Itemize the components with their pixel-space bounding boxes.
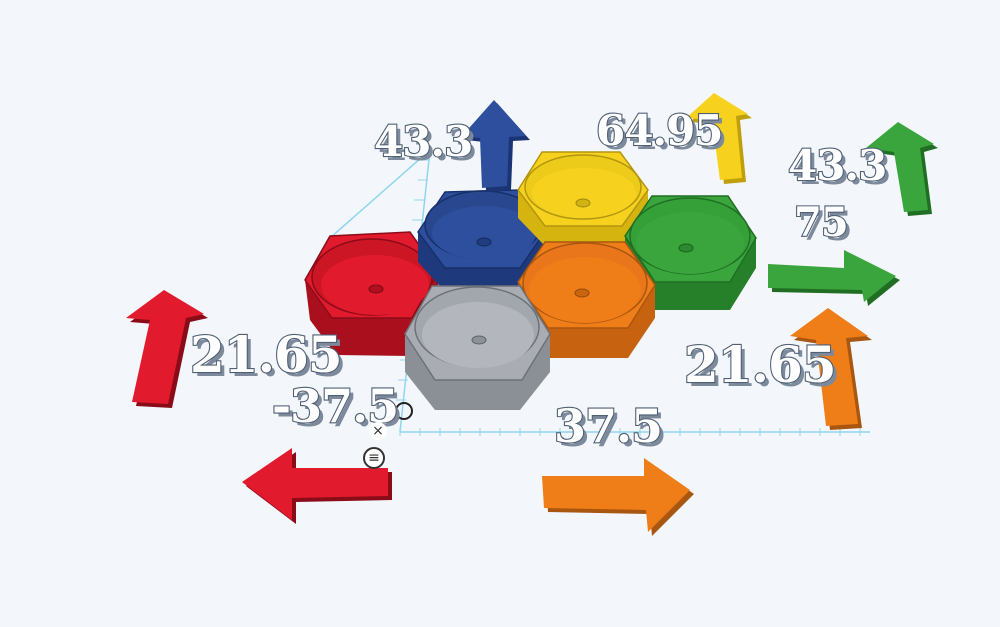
blue-hex-tray[interactable] (417, 189, 547, 292)
svg-text:21.65: 21.65 (684, 335, 836, 394)
svg-text:43.3: 43.3 (374, 117, 472, 166)
close-icon[interactable]: × (369, 422, 387, 440)
svg-text:43.3: 43.3 (378, 121, 476, 170)
svg-text:21.65: 21.65 (194, 329, 346, 388)
svg-text:75: 75 (794, 199, 848, 246)
red-left-arrow[interactable] (242, 448, 392, 524)
green-up-arrow[interactable] (866, 122, 938, 216)
svg-text:21.65: 21.65 (688, 339, 840, 398)
svg-text:43.3: 43.3 (792, 145, 890, 194)
svg-text:64.95: 64.95 (596, 106, 723, 155)
origin-ring-icon[interactable] (395, 402, 413, 420)
svg-text:64.95: 64.95 (600, 110, 727, 159)
svg-text:43.3: 43.3 (788, 141, 886, 190)
orange-hex-tray[interactable] (517, 241, 656, 358)
svg-text:37.5: 37.5 (554, 399, 662, 453)
label-orange-value-right[interactable]: 21.65 21.65 (683, 334, 841, 398)
svg-text:37.5: 37.5 (558, 403, 666, 457)
orange-up-arrow[interactable] (790, 308, 872, 430)
red-hex-tray[interactable] (304, 231, 439, 356)
svg-text:21.65: 21.65 (190, 325, 342, 384)
green-hex-tray[interactable] (624, 195, 757, 310)
gray-hex-tray[interactable] (404, 285, 551, 410)
label-green-value-bottom[interactable]: 75 75 (793, 198, 853, 250)
label-orange-value-bottom[interactable]: 37.5 37.5 (553, 398, 667, 457)
orange-right-arrow[interactable] (542, 458, 694, 536)
yellow-hex-tray[interactable] (517, 151, 649, 246)
label-red-value[interactable]: 21.65 21.65 (189, 324, 347, 388)
svg-text:75: 75 (798, 203, 852, 250)
red-up-arrow[interactable] (126, 290, 208, 408)
menu-icon[interactable]: ≡ (363, 447, 385, 469)
label-red-value-bottom[interactable]: -37.5 -37.5 (271, 378, 403, 437)
yellow-up-arrow[interactable] (686, 93, 752, 184)
label-yellow-value[interactable]: 64.95 64.95 (595, 105, 728, 159)
green-right-arrow[interactable] (768, 250, 900, 306)
label-blue-value[interactable]: 43.3 43.3 (373, 116, 477, 170)
blue-up-arrow[interactable] (462, 100, 530, 192)
label-green-value-top[interactable]: 43.3 43.3 (787, 140, 891, 194)
